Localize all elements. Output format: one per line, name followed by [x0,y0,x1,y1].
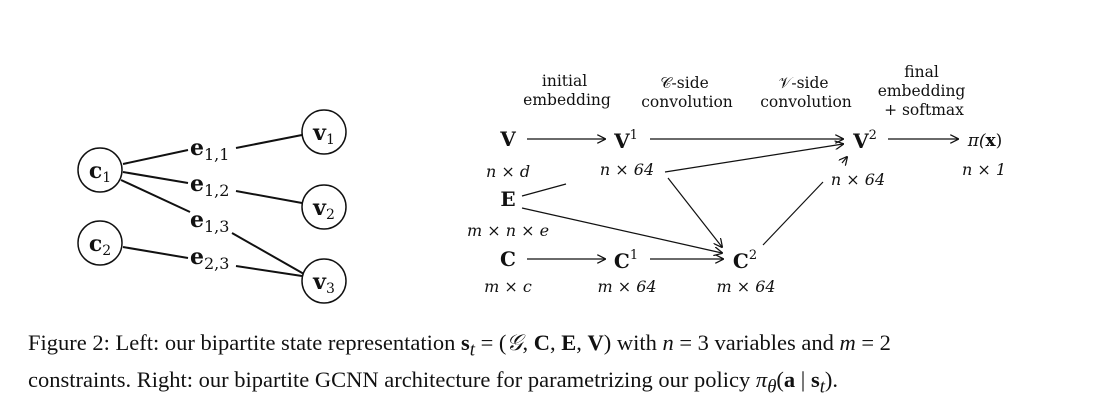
edge-label-e13: e1,3 [190,207,229,236]
svg-text:c2: c2 [89,231,111,259]
variable-node-v2: v2 [301,184,347,230]
edge-line-e12-v2 [235,190,303,204]
edge-label-e11: e1,1 [190,135,229,164]
constraint-node-c1: c1 [77,147,123,193]
arrow-v1-to-c2 [667,177,722,247]
dim-c: m × c [484,277,532,296]
dim-v1: n × 64 [600,160,654,179]
variable-node-v1: v1 [301,109,347,155]
dim-policy-output: n × 1 [962,160,1006,179]
stage-labels: initial embedding 𝒞-side convolution 𝒱-s… [523,63,971,119]
edge-line-c1-e13 [120,179,191,213]
edge-line-c1-e11 [122,149,189,165]
dim-c2: m × 64 [716,277,775,296]
constraint-node-c2: c2 [77,220,123,266]
bipartite-graph: c1 c2 v1 v2 v3 [77,109,347,304]
arrow-v1-to-v2-lower [664,144,843,173]
arrow-e-to-v2 [521,183,567,197]
arrow-c2-to-v2-head [842,157,847,163]
node-c1: C1 [614,248,638,273]
edge-line-c1-e12 [122,171,189,184]
svg-text:v2: v2 [312,195,335,223]
architecture-nodes: V n × d E m × n × e C m × c V1 n × 64 C1… [467,127,1006,296]
dim-c1: m × 64 [597,277,656,296]
stage-label-v-side-convolution: 𝒱-side convolution [760,74,852,111]
node-e: E [500,187,515,211]
variable-node-v3: v3 [301,258,347,304]
arrow-e-to-c2 [521,207,722,253]
dim-e: m × n × e [467,221,549,240]
edge-line-c2-e23 [122,246,189,259]
dim-v: n × d [486,162,530,181]
node-v2: V2 [852,128,877,153]
graph-edges [120,134,305,277]
node-c: C [500,247,516,271]
figure-2-diagram: c1 c2 v1 v2 v3 [77,63,1006,304]
caption-line-1: Figure 2: Left: our bipartite state repr… [28,330,891,361]
node-c2: C2 [733,248,757,273]
figure-caption: Figure 2: Left: our bipartite state repr… [28,328,1088,401]
edge-line-e23-v3 [235,265,303,277]
stage-label-final-embedding-softmax: final embedding + softmax [878,63,971,119]
stage-label-initial-embedding: initial embedding [523,72,611,109]
node-v1: V1 [613,128,638,153]
edge-label-e12: e1,2 [190,171,229,200]
node-policy-output: π(x) [967,131,1003,151]
svg-text:v3: v3 [312,269,335,297]
gcnn-architecture: initial embedding 𝒞-side convolution 𝒱-s… [467,63,1006,296]
edge-line-e13-v3 [231,232,305,275]
dim-v2: n × 64 [831,170,885,189]
caption-line-2: constraints. Right: our bipartite GCNN a… [28,366,839,398]
svg-text:c1: c1 [89,158,111,186]
arrow-c2-to-v2 [762,181,824,246]
edge-label-e23: e2,3 [190,244,229,273]
stage-label-c-side-convolution: 𝒞-side convolution [641,74,733,111]
node-v: V [499,127,516,151]
svg-text:v1: v1 [312,120,335,148]
edge-line-e11-v1 [235,134,303,149]
architecture-arrows [521,139,958,259]
